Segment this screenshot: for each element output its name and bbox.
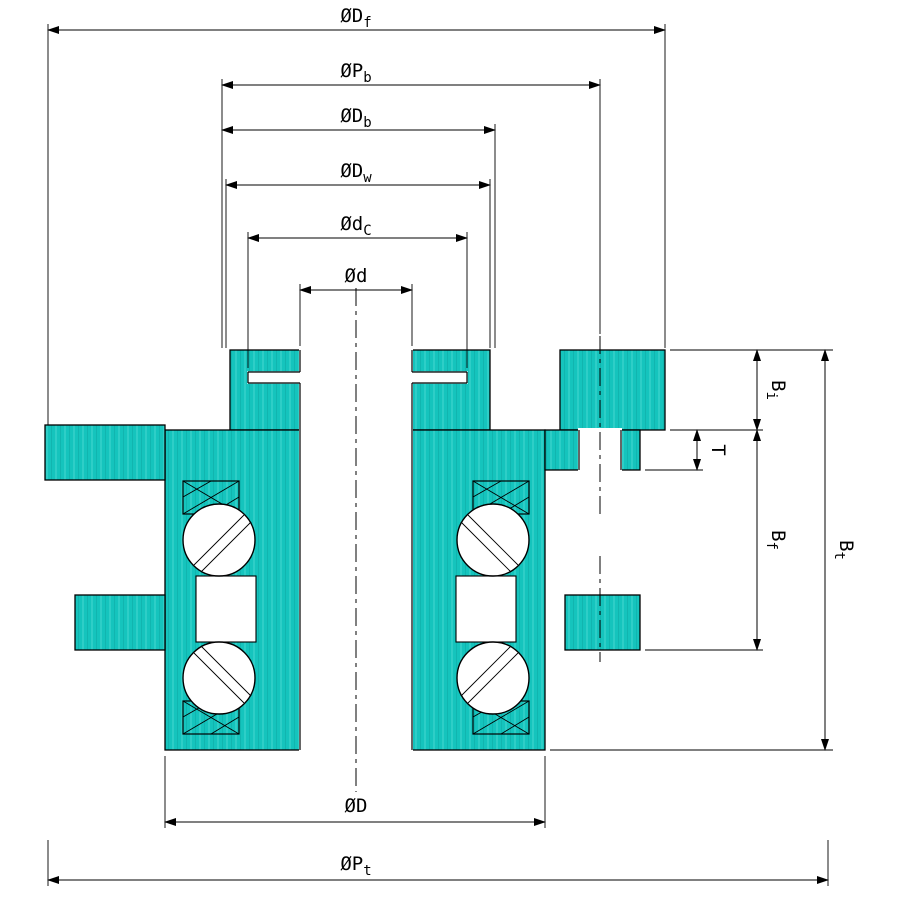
bearing-cavity-right [455, 575, 517, 643]
centerlines [355, 288, 601, 792]
dim-label-bf: Bf [763, 530, 789, 550]
dim-label-pb: ØPb [340, 60, 371, 86]
dim-d: Ød [299, 265, 413, 346]
dim-label-df: ØDf [340, 5, 371, 31]
dim-label-pt: ØPt [340, 853, 371, 879]
dim-t: T [645, 429, 729, 471]
section-view [44, 348, 666, 753]
flange-block-lower-right [564, 594, 641, 651]
dim-pb: ØPb [221, 60, 601, 348]
bearing-balls [182, 503, 530, 715]
bore-edges [247, 350, 622, 750]
dim-bi: Bi [670, 349, 833, 431]
dim-bt: Bt [550, 349, 857, 751]
dim-label-bt: Bt [831, 540, 857, 560]
flange-arm-lower-left [74, 594, 166, 651]
dim-bf: Bf [645, 429, 789, 651]
dim-pt: ØPt [47, 840, 829, 886]
dim-db: ØDb [221, 105, 496, 348]
dim-label-dw: ØDw [340, 160, 372, 186]
dim-label-bi: Bi [763, 380, 789, 400]
dim-dw: ØDw [225, 160, 491, 348]
flange-block-upper-right [559, 349, 666, 431]
dim-label-d: Ød [345, 265, 368, 287]
dim-label-t: T [707, 444, 729, 455]
dim-D: ØD [164, 756, 546, 828]
flange-arm-upper-left [44, 424, 166, 481]
snap-ring-groove [247, 371, 468, 384]
dim-dc: ØdC [247, 213, 468, 368]
dim-label-db: ØDb [340, 105, 371, 131]
bearing-cavity-left [195, 575, 257, 643]
dim-label-D: ØD [345, 795, 368, 817]
dim-label-dc: ØdC [340, 213, 371, 239]
dim-df: ØDf [47, 5, 666, 425]
